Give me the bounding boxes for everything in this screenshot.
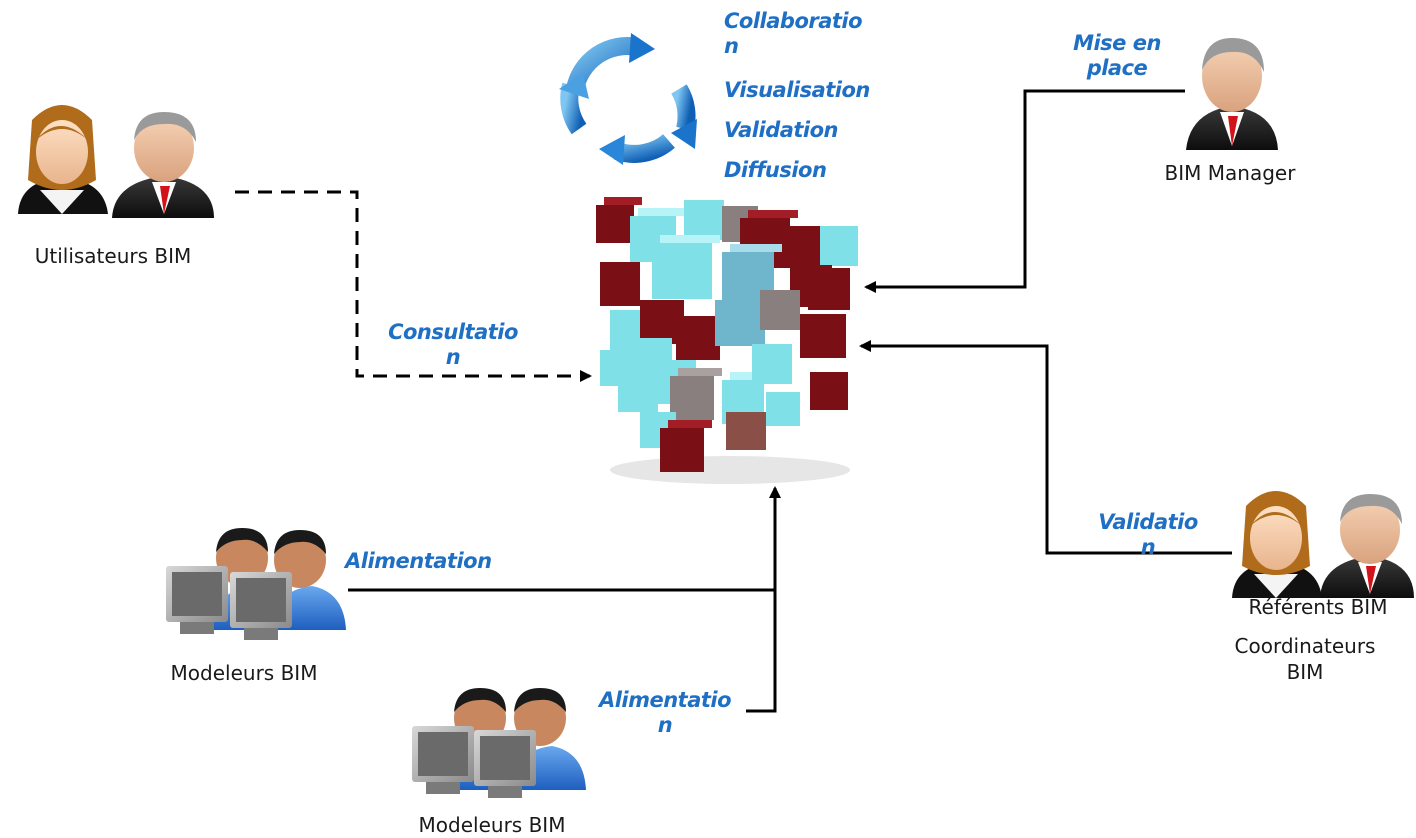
alimentation-connector-2 (746, 486, 781, 713)
manager-icon (1186, 38, 1278, 150)
process-word-validation: Validation (724, 118, 839, 142)
flow-mise-en-place: Mise en place (1073, 31, 1161, 80)
business-users-icon (1232, 491, 1414, 598)
flow-alimentation-2: Alimentation (598, 688, 732, 737)
actor-referents-bim: Référents BIM (1248, 595, 1388, 619)
flow-alimentation-1: Alimentation (345, 549, 492, 573)
cube-cluster-icon (596, 197, 858, 484)
computer-users-icon (166, 528, 346, 640)
flow-validation: Validation (1098, 510, 1198, 559)
process-word-diffusion: Diffusion (724, 158, 827, 182)
actor-coordinateurs-bim: Coordinateurs BIM (1234, 634, 1376, 684)
process-word-collaboration: Collaboration (724, 9, 863, 58)
circular-arrows-icon (559, 33, 697, 165)
actor-bim-manager: BIM Manager (1164, 161, 1296, 185)
validation-connector (859, 340, 1232, 555)
consultation-connector (235, 190, 592, 382)
actor-modeleurs-bim-2: Modeleurs BIM (418, 813, 566, 837)
actor-modeleurs-bim-1: Modeleurs BIM (170, 661, 318, 685)
computer-users-icon (412, 688, 586, 798)
business-users-icon (18, 105, 214, 218)
flow-consultation: Consultation (388, 320, 518, 369)
process-word-visualisation: Visualisation (724, 78, 870, 102)
actor-utilisateurs-bim: Utilisateurs BIM (34, 244, 192, 268)
mise-en-place-connector (864, 89, 1185, 293)
